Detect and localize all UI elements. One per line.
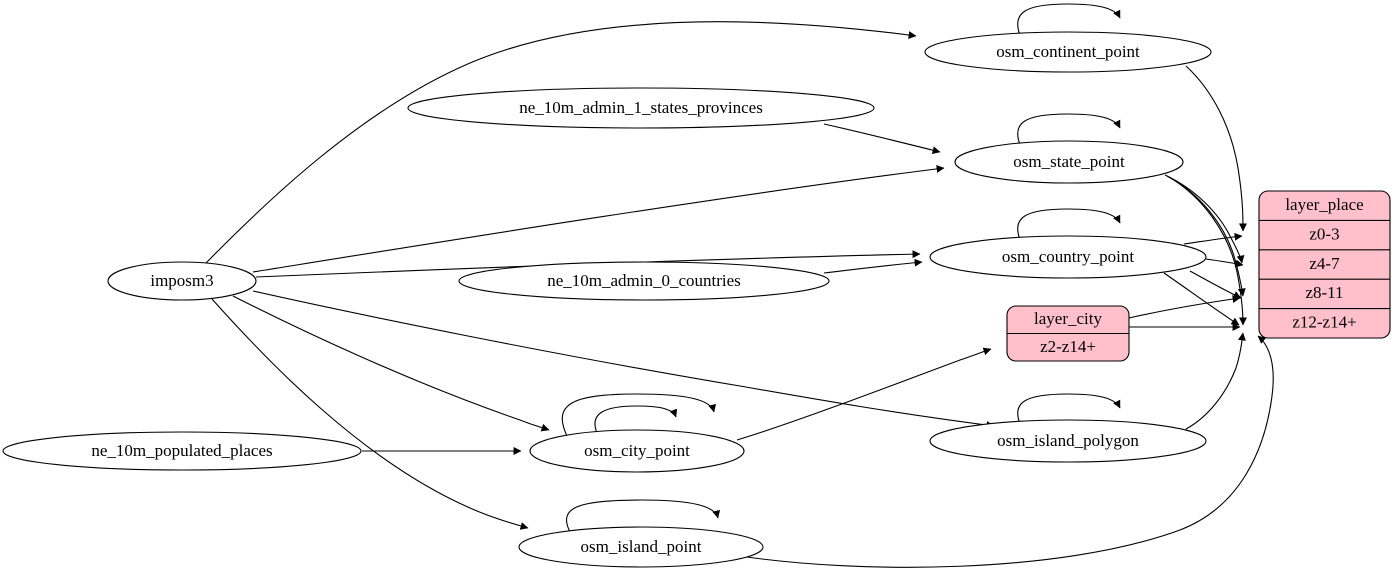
edge-osm_state_point-to-layer_place_z4_7 [1164,174,1245,264]
node-osm_island_point[interactable]: osm_island_point [518,526,764,568]
record-row-layer_place-header: layer_place [1285,195,1363,214]
edge-imposm3-to-osm_city_point [232,295,550,432]
node-osm_continent_point[interactable]: osm_continent_point [924,31,1212,73]
node-ne_10m_populated_places[interactable]: ne_10m_populated_places [2,431,362,471]
edge-self-osm_state_point [1017,113,1121,148]
edge-ne_10m_admin_0_countries-to-osm_country_point [823,258,923,274]
record-row-layer_place-z12-z14: z12-z14+ [1292,312,1356,331]
record-row-layer_place-z4-7: z4-7 [1309,254,1340,273]
edge-imposm3-to-osm_continent_point [205,21,917,264]
node-ne_10m_admin_1_states_provinces[interactable]: ne_10m_admin_1_states_provinces [407,87,875,129]
node-label-ne_10m_admin_1_states_provinces: ne_10m_admin_1_states_provinces [519,98,763,117]
edge-osm_country_point-to-layer_place_z8_11 [1189,270,1242,299]
node-osm_city_point[interactable]: osm_city_point [529,429,745,473]
edge-ne_10m_admin_1_states_provinces-to-osm_state_point [823,123,941,155]
node-osm_country_point[interactable]: osm_country_point [929,235,1207,279]
record-row-layer_place-z0-3: z0-3 [1309,224,1339,243]
edge-osm_island_point-to-layer_place_z12 [739,335,1274,568]
edge-self-osm_country_point [1017,208,1121,243]
edge-imposm3-to-osm_island_polygon [252,290,995,429]
edge-self-osm_city_point-inner [594,405,678,434]
node-ne_10m_admin_0_countries[interactable]: ne_10m_admin_0_countries [458,261,830,301]
node-label-osm_country_point: osm_country_point [1002,247,1134,266]
node-imposm3[interactable]: imposm3 [107,261,257,301]
edge-osm_city_point-to-layer_city_z2 [736,347,992,441]
nodes-layer: imposm3 ne_10m_populated_places ne_10m_a… [2,31,1391,568]
edge-osm_state_point-to-layer_place_z12 [1168,176,1247,326]
node-label-ne_10m_populated_places: ne_10m_populated_places [91,441,272,460]
record-row-layer_city-z2: z2-z14+ [1040,337,1096,356]
edge-layer_city-to-layer_place_z8_11 [1128,295,1241,319]
edge-osm_state_point-to-layer_place_z8_11 [1166,175,1246,297]
edge-imposm3-to-osm_state_point [252,164,945,273]
edges-layer [205,3,1274,568]
edge-self-osm_island_polygon [1017,393,1121,427]
node-label-osm_state_point: osm_state_point [1013,152,1125,171]
edge-osm_country_point-to-layer_place_z0_3 [1183,232,1243,245]
node-label-imposm3: imposm3 [150,271,213,290]
node-label-osm_continent_point: osm_continent_point [996,42,1140,61]
node-osm_island_polygon[interactable]: osm_island_polygon [929,419,1207,463]
edge-osm_island_polygon-to-layer_place_z12 [1185,332,1246,430]
edge-osm_continent_point-to-layer_place_z0_3 [1185,65,1247,232]
edge-imposm3-to-osm_island_point [211,298,529,530]
record-row-layer_city-header: layer_city [1034,309,1102,328]
node-label-osm_island_point: osm_island_point [581,537,702,556]
edge-self-osm_city_point-outer [561,393,717,437]
record-row-layer_place-z8-11: z8-11 [1305,283,1343,302]
edge-self-osm_continent_point [1017,3,1121,39]
record-layer_place[interactable]: layer_place z0-3 z4-7 z8-11 z12-z14+ [1258,190,1391,339]
edge-osm_country_point-to-layer_place_z4_7 [1205,258,1244,268]
node-label-osm_island_polygon: osm_island_polygon [997,431,1139,450]
record-layer_city[interactable]: layer_city z2-z14+ [1006,305,1130,362]
node-label-osm_city_point: osm_city_point [584,441,690,460]
edge-osm_country_point-to-layer_place_z12 [1163,272,1240,326]
node-label-ne_10m_admin_0_countries: ne_10m_admin_0_countries [547,271,741,290]
edge-self-osm_island_point [565,499,721,533]
node-osm_state_point[interactable]: osm_state_point [954,140,1184,184]
